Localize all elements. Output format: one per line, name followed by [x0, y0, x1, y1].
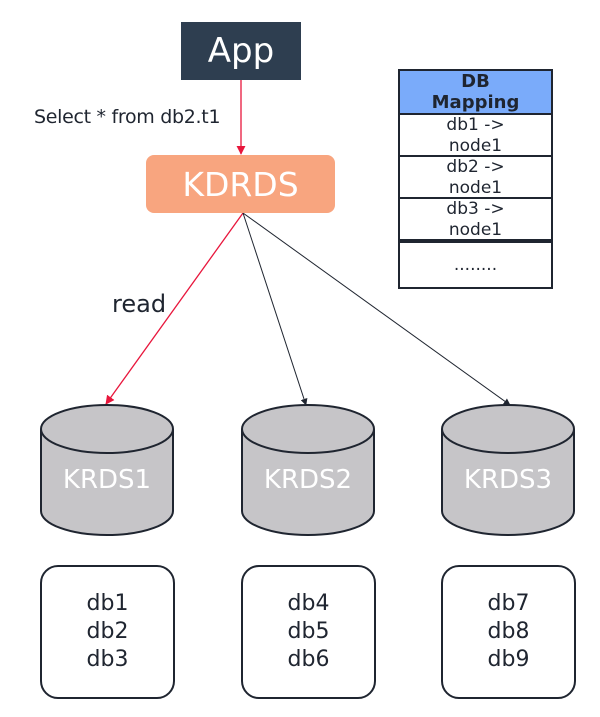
cylinder-body	[40, 429, 174, 536]
kdrds-node[interactable]: KDRDS	[146, 155, 335, 213]
mapping-source: db3 ->	[446, 199, 505, 219]
db-item: db4	[287, 591, 330, 616]
db-item: db9	[487, 647, 530, 672]
mapping-target: node1	[448, 178, 503, 198]
cylinder-body	[441, 429, 575, 536]
cylinder-top	[241, 404, 375, 454]
cylinder-krds1[interactable]	[40, 404, 174, 536]
mapping-source: db1 ->	[446, 115, 505, 135]
db-mapping-table: DB Mapping db1 -> node1 db2 -> node1 db3…	[398, 69, 553, 289]
mapping-target: node1	[448, 220, 503, 240]
db-item: db2	[86, 619, 129, 644]
mapping-header-line-1: DB	[461, 71, 490, 92]
db-item: db1	[86, 591, 129, 616]
mapping-row: db3 -> node1	[400, 199, 551, 242]
cylinder-top	[40, 404, 174, 454]
mapping-source: db2 ->	[446, 157, 505, 177]
app-node[interactable]: App	[181, 22, 301, 80]
mapping-target: node1	[448, 136, 503, 156]
read-edge-label: read	[112, 290, 167, 318]
edge-kdrds-to-krds1	[105, 212, 244, 405]
app-label: App	[207, 31, 275, 71]
mapping-ellipsis-row: ........	[400, 242, 551, 287]
db-item: db5	[287, 619, 330, 644]
edge-kdrds-to-krds3	[242, 212, 511, 406]
mapping-header-line-2: Mapping	[431, 92, 520, 113]
krds2-label: KRDS2	[263, 465, 353, 495]
krds1-label: KRDS1	[62, 465, 152, 495]
mapping-row: db1 -> node1	[400, 115, 551, 157]
edge-kdrds-to-krds2	[242, 212, 308, 406]
db-item: db8	[487, 619, 530, 644]
mapping-header: DB Mapping	[400, 71, 551, 115]
query-label: Select * from db2.t1	[34, 106, 221, 128]
cylinder-krds3[interactable]	[441, 404, 575, 536]
mapping-row: db2 -> node1	[400, 157, 551, 199]
krds3-label: KRDS3	[463, 465, 553, 495]
krds2-db-list[interactable]: db4 db5 db6	[241, 565, 376, 699]
cylinder-krds2[interactable]	[241, 404, 375, 536]
cylinder-top	[441, 404, 575, 454]
cylinder-body	[241, 429, 375, 536]
mapping-ellipsis: ........	[453, 255, 498, 275]
kdrds-label: KDRDS	[182, 164, 299, 204]
krds3-db-list[interactable]: db7 db8 db9	[441, 565, 576, 699]
db-item: db7	[487, 591, 530, 616]
db-item: db6	[287, 647, 330, 672]
db-item: db3	[86, 647, 129, 672]
krds1-db-list[interactable]: db1 db2 db3	[40, 565, 175, 699]
